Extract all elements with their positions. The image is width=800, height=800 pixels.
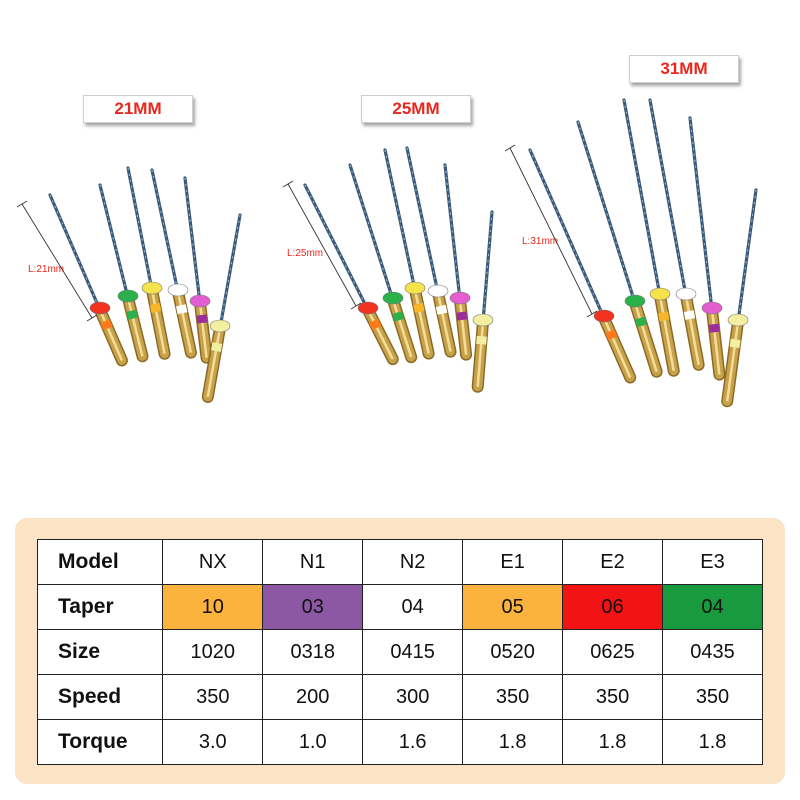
length-label-25mm: 25MM <box>361 95 471 123</box>
cell-models-e1: E1 <box>462 539 564 585</box>
length-label-31mm: 31MM <box>629 55 739 83</box>
cell-taper-n1: 03 <box>262 584 364 630</box>
cell-torque-e3: 1.8 <box>662 719 763 765</box>
row-header: Torque <box>36 719 164 765</box>
cell-taper-n2: 04 <box>362 584 464 630</box>
group3-file-3 <box>622 98 680 377</box>
cell-size-e1: 0520 <box>462 629 564 675</box>
group3-file-4 <box>648 98 705 371</box>
cell-size-n1: 0318 <box>262 629 364 675</box>
group2-file-3 <box>383 148 435 360</box>
group3-file-6 <box>721 188 758 408</box>
cell-torque-nx: 3.0 <box>162 719 264 765</box>
cell-torque-n1: 1.0 <box>262 719 364 765</box>
length-label-21mm: 21MM <box>83 95 193 123</box>
cell-taper-e3: 04 <box>662 584 763 630</box>
row-header: Taper <box>36 584 164 630</box>
dimension-bracket-31mm <box>504 144 598 318</box>
group1-file-4 <box>150 168 197 359</box>
cell-models-nx: NX <box>162 539 264 585</box>
dimension-label-21mm: L:21mm <box>28 264 64 275</box>
file-group-31mm <box>528 98 758 408</box>
rotary-files-illustration: L:21mm L:25mm L:31mm <box>16 98 758 408</box>
cell-speed-n2: 300 <box>362 674 464 720</box>
group1-file-3 <box>126 166 171 360</box>
group2-file-5 <box>443 163 473 361</box>
cell-models-n1: N1 <box>262 539 364 585</box>
row-header: Speed <box>36 674 164 720</box>
dimension-bracket-25mm <box>282 180 362 310</box>
group1-file-2 <box>98 183 149 363</box>
group2-file-2 <box>348 163 418 364</box>
cell-speed-n1: 200 <box>262 674 364 720</box>
dimension-label-31mm: L:31mm <box>522 236 558 247</box>
file-group-25mm <box>303 146 494 393</box>
row-header: Size <box>36 629 164 675</box>
cell-size-e3: 0435 <box>662 629 763 675</box>
group3-file-5 <box>688 116 726 381</box>
group3-file-1 <box>528 148 637 384</box>
group1-file-5 <box>183 176 213 364</box>
cell-torque-e1: 1.8 <box>462 719 564 765</box>
cell-models-n2: N2 <box>362 539 464 585</box>
cell-torque-e2: 1.8 <box>562 719 663 765</box>
cell-size-n2: 0415 <box>362 629 464 675</box>
cell-speed-e1: 350 <box>462 674 564 720</box>
row-header: Model <box>36 539 164 585</box>
cell-models-e2: E2 <box>562 539 663 585</box>
cell-taper-e2: 06 <box>562 584 663 630</box>
cell-size-e2: 0625 <box>562 629 663 675</box>
cell-taper-e1: 05 <box>462 584 564 630</box>
cell-speed-nx: 350 <box>162 674 264 720</box>
group2-file-1 <box>303 183 399 366</box>
cell-models-e3: E3 <box>662 539 763 585</box>
dimension-bracket-21mm <box>16 200 98 322</box>
cell-speed-e2: 350 <box>562 674 663 720</box>
file-group-21mm <box>48 166 242 403</box>
group3-file-2 <box>576 120 663 378</box>
group1-file-1 <box>48 193 128 367</box>
dimension-label-25mm: L:25mm <box>287 248 323 259</box>
group1-file-6 <box>201 213 242 403</box>
group2-file-6 <box>471 210 494 393</box>
cell-torque-n2: 1.6 <box>362 719 464 765</box>
cell-speed-e3: 350 <box>662 674 763 720</box>
cell-size-nx: 1020 <box>162 629 264 675</box>
cell-taper-nx: 10 <box>162 584 264 630</box>
group2-file-4 <box>405 146 457 358</box>
